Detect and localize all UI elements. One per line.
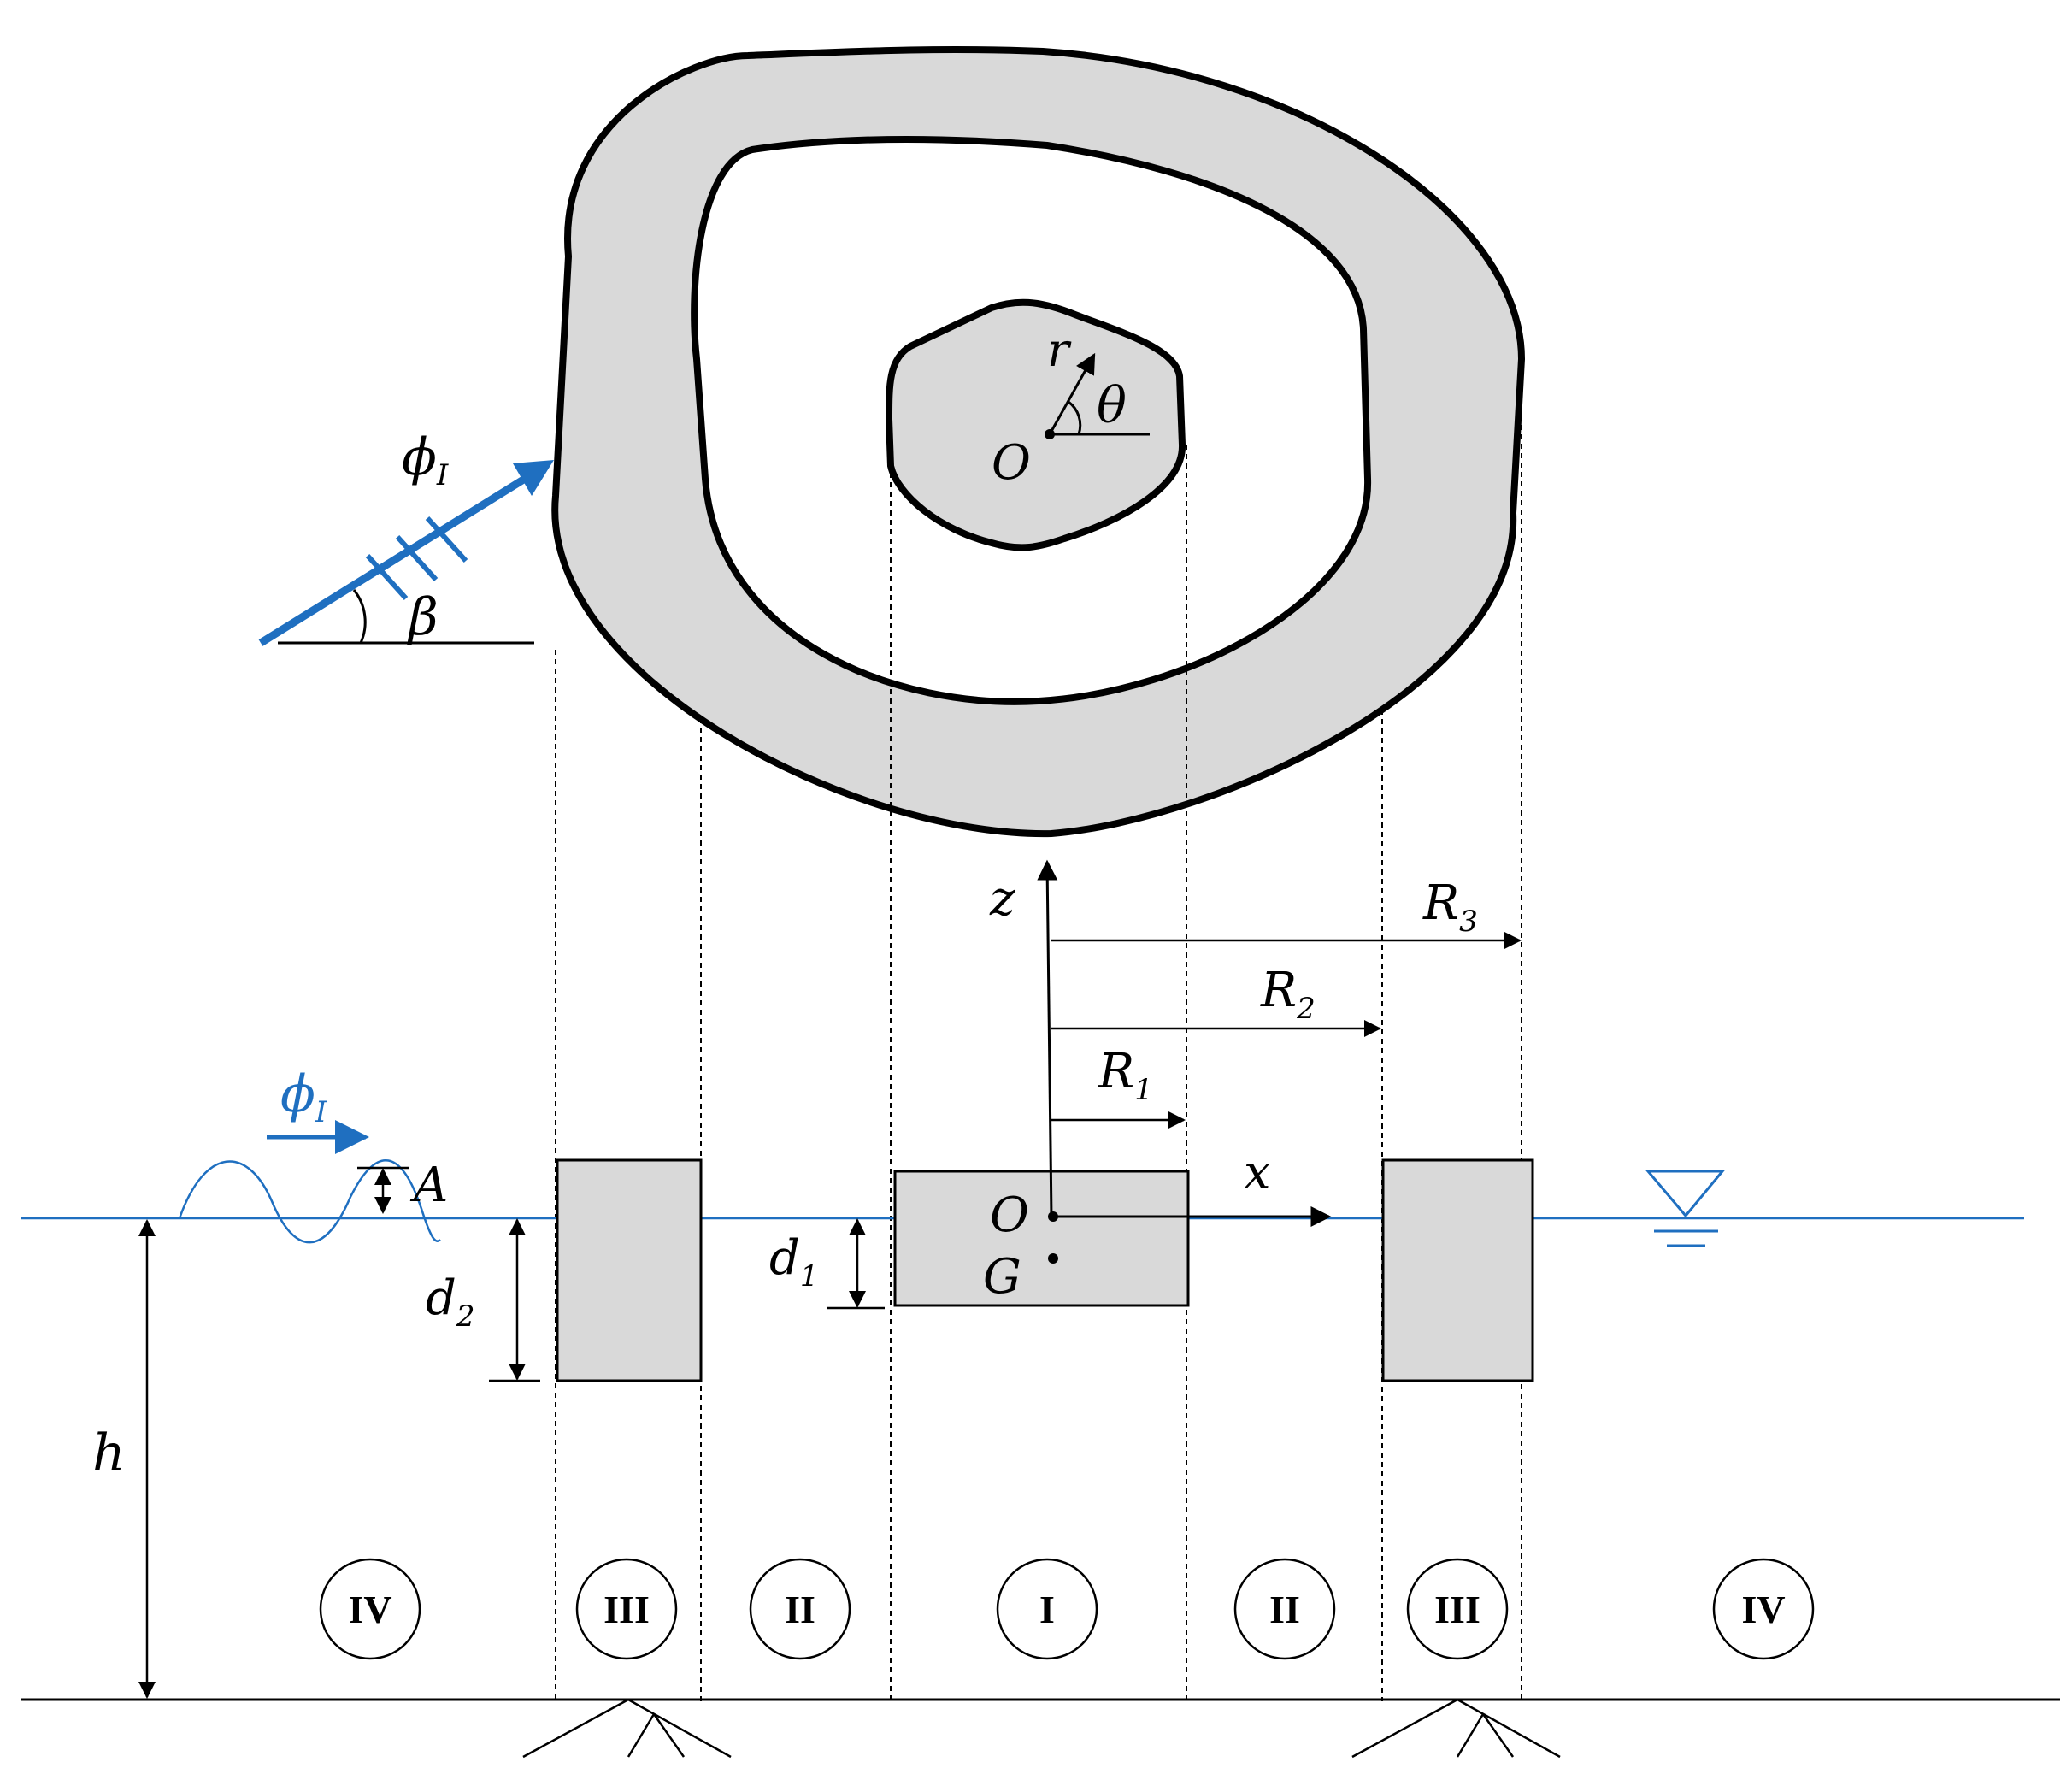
svg-text:I: I [1039, 1588, 1055, 1631]
svg-text:III: III [603, 1588, 650, 1631]
outer-ring-section-right [1381, 1158, 1534, 1382]
region-marker: II [749, 1558, 851, 1660]
theta-label: θ [1097, 376, 1127, 434]
svg-text:IV: IV [348, 1588, 391, 1631]
phi-label-top: ϕI [402, 427, 449, 492]
region-marker: II [1233, 1558, 1336, 1660]
d2-label: d2 [426, 1270, 475, 1334]
region-marker: IV [1712, 1558, 1815, 1660]
side-view: z x O G R3 R2 R1 ϕI A d2 d1 h [21, 859, 2060, 1759]
phi-label-side: ϕI [280, 1064, 327, 1129]
origin-label-top: O [992, 435, 1031, 491]
origin-label-side: O [990, 1188, 1029, 1243]
svg-text:III: III [1434, 1588, 1480, 1631]
R3-label: R3 [1422, 875, 1478, 939]
inner-body [885, 298, 1186, 551]
mooring-left [522, 1698, 732, 1759]
d1-label: d1 [769, 1230, 819, 1294]
theta-arc [1068, 400, 1082, 435]
z-label: z [989, 871, 1015, 927]
r-arrow [1048, 352, 1096, 435]
inner-body-section [893, 1170, 1190, 1307]
R1-label: R1 [1098, 1044, 1153, 1107]
origin-dot-side [1048, 1211, 1058, 1222]
outer-ring-section-left [556, 1158, 703, 1382]
top-view: r θ O ϕI β [258, 45, 1526, 838]
svg-text:IV: IV [1741, 1588, 1785, 1631]
z-axis [1037, 859, 1058, 1219]
region-marker: III [1406, 1558, 1509, 1660]
svg-text:II: II [785, 1588, 815, 1631]
incident-wave-curve [178, 1159, 441, 1244]
h-label: h [92, 1423, 126, 1483]
amplitude-label: A [409, 1158, 448, 1213]
R2-label: R2 [1260, 963, 1316, 1026]
region-marker: IV [319, 1558, 421, 1660]
outer-ring [551, 45, 1526, 838]
region-marker: III [575, 1558, 678, 1660]
mooring-right [1351, 1698, 1561, 1759]
region-marker: I [996, 1558, 1098, 1660]
x-label: x [1244, 1145, 1271, 1200]
gravity-center-label: G [983, 1249, 1021, 1305]
gravity-center-dot [1048, 1253, 1058, 1264]
still-water-symbol [1645, 1170, 1726, 1247]
svg-text:II: II [1269, 1588, 1300, 1631]
region-markers: IV III II I II III [319, 1558, 1815, 1660]
incident-wave-arrow-top [258, 460, 554, 646]
beta-label: β [407, 587, 439, 647]
r-label: r [1047, 323, 1072, 377]
